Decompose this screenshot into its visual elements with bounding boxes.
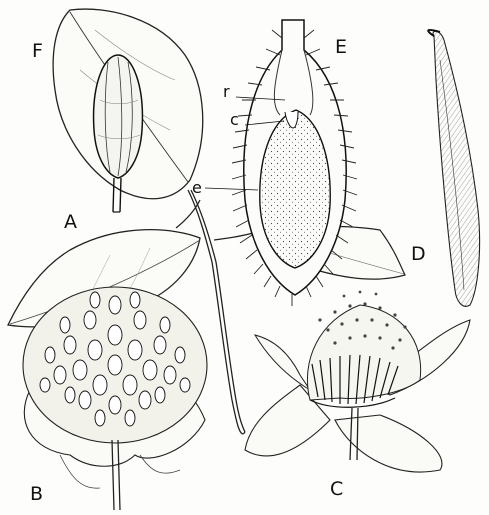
lobe-d	[428, 30, 479, 306]
label-e: E	[335, 38, 347, 57]
label-a: A	[64, 213, 77, 232]
flower-c	[245, 291, 470, 472]
label-b: B	[30, 485, 43, 504]
flower-head-b	[23, 287, 207, 510]
label-d: D	[411, 245, 426, 264]
label-c: C	[330, 480, 343, 499]
label-e-small: e	[192, 180, 202, 196]
label-c-small: c	[230, 112, 239, 128]
label-f: F	[32, 42, 43, 61]
label-r: r	[223, 84, 230, 100]
